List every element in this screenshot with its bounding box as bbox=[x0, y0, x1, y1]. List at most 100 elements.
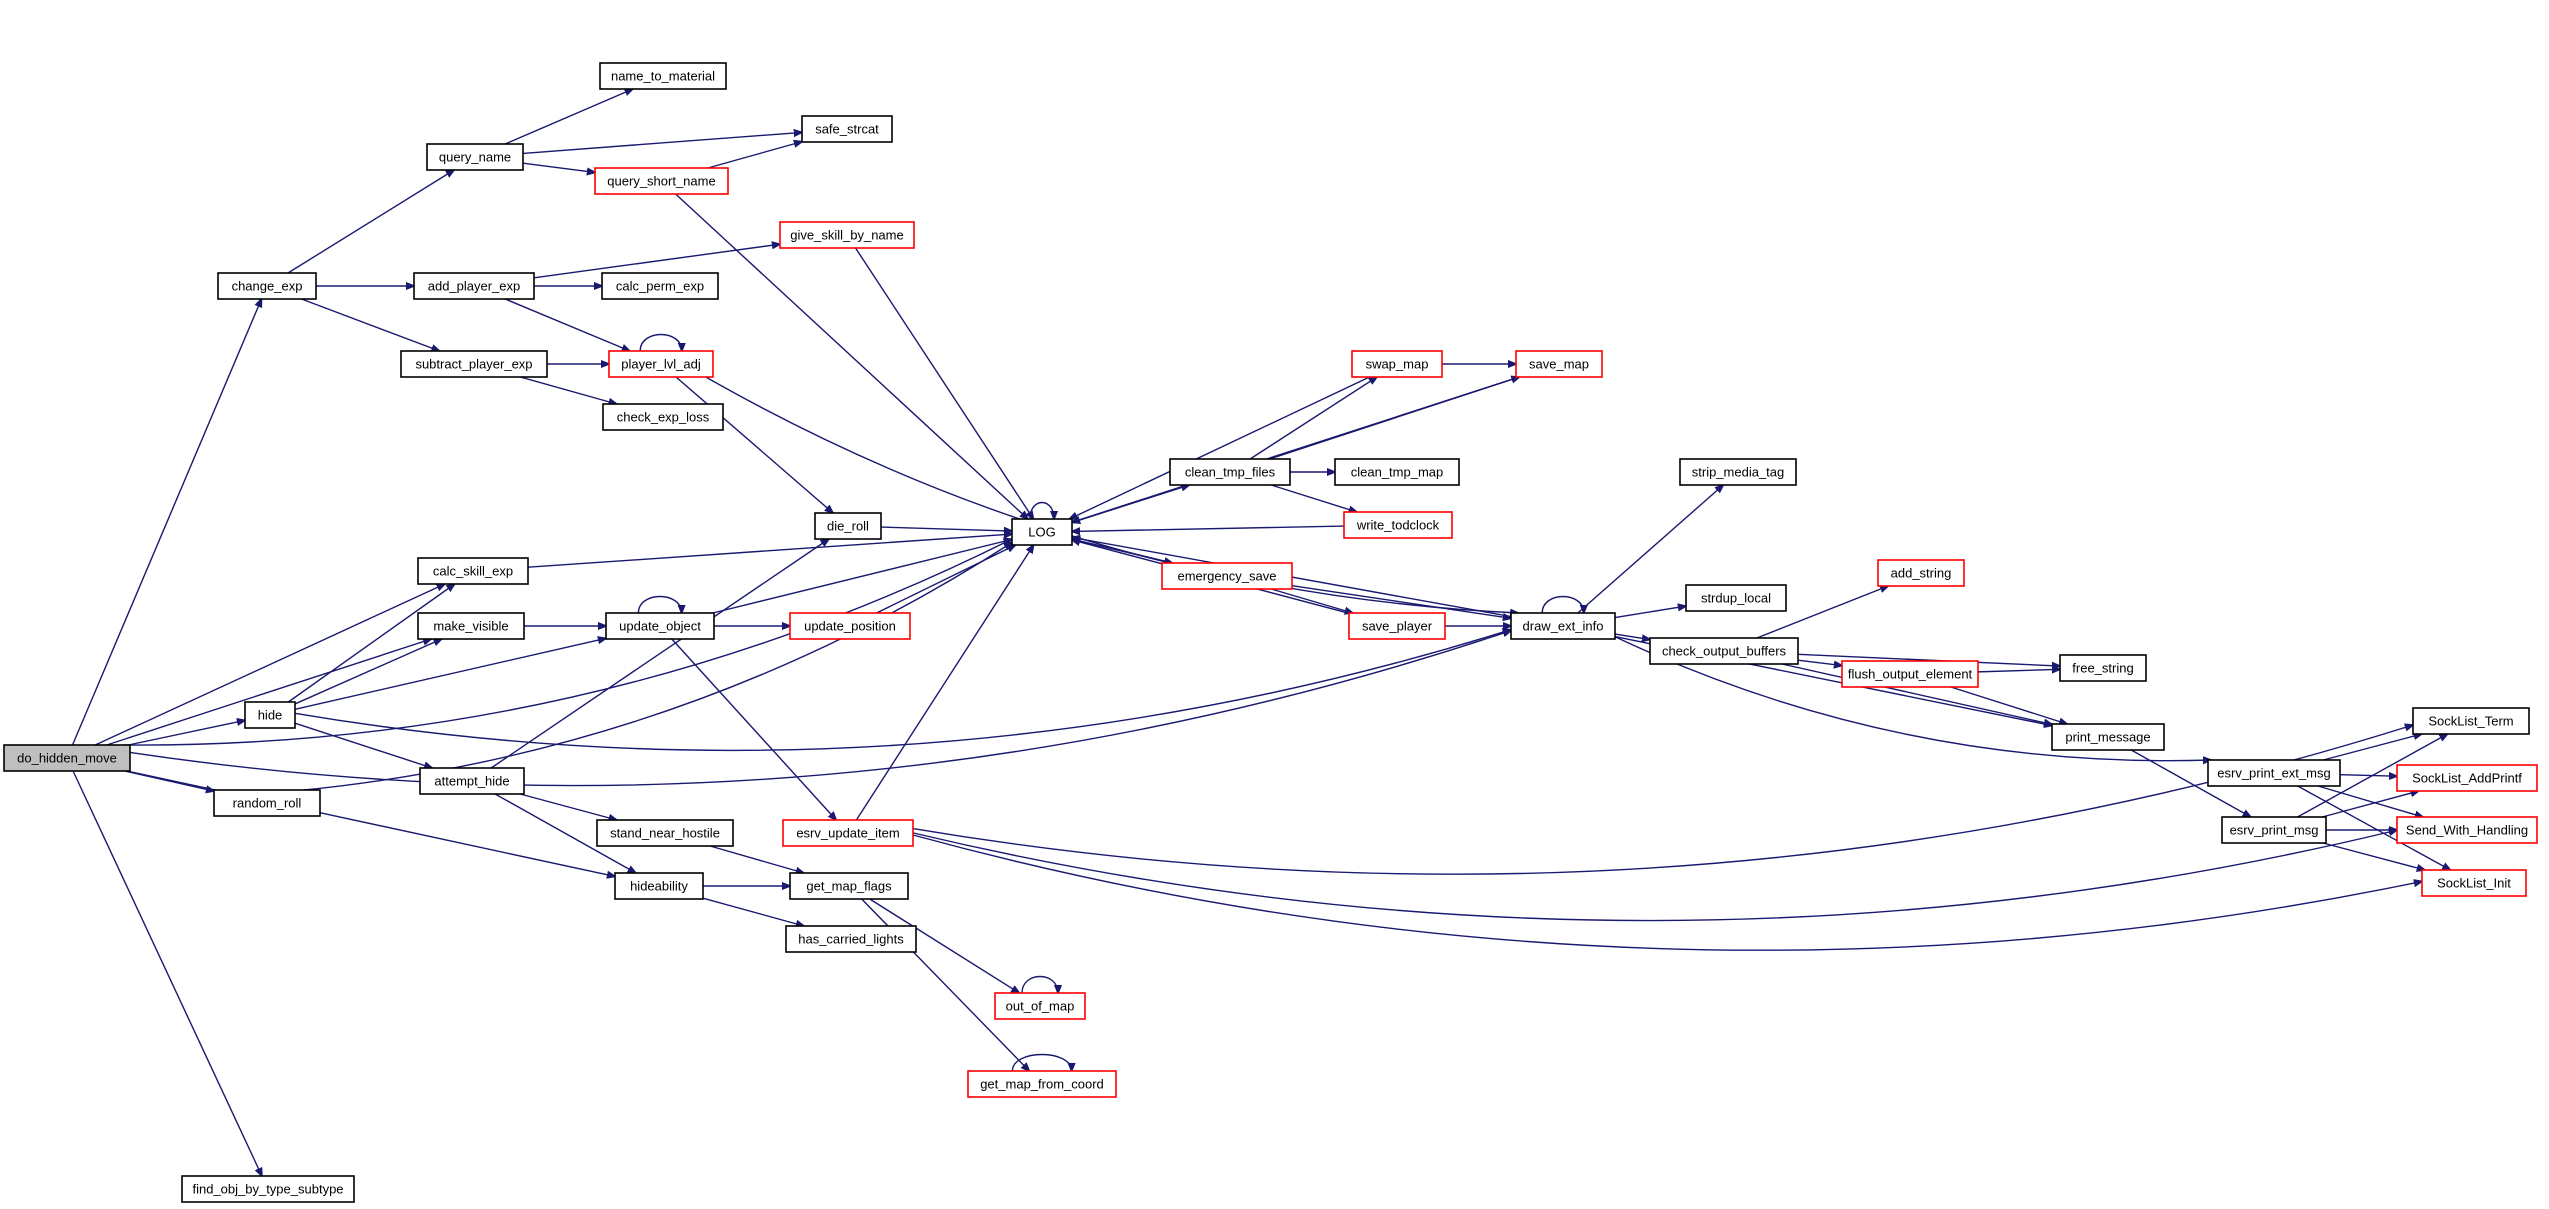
node-clean-tmp-files[interactable]: clean_tmp_files bbox=[1169, 458, 1291, 486]
node-save-player[interactable]: save_player bbox=[1348, 612, 1446, 640]
node-box bbox=[244, 701, 296, 729]
node-label: query_name bbox=[439, 150, 511, 165]
node-query-name[interactable]: query_name bbox=[426, 143, 524, 171]
node-check-exp-loss[interactable]: check_exp_loss bbox=[602, 403, 724, 431]
node-label: SockList_Term bbox=[2428, 714, 2513, 729]
node-draw-ext-info[interactable]: draw_ext_info bbox=[1510, 612, 1616, 640]
edge-check_output_buffers-to-flush_output_element bbox=[1797, 659, 1842, 665]
node-hideability[interactable]: hideability bbox=[614, 872, 704, 900]
node-Send-With-Handling[interactable]: Send_With_Handling bbox=[2396, 816, 2538, 844]
edge-query_name-to-name_to_material bbox=[504, 89, 633, 145]
node-box bbox=[2207, 759, 2341, 787]
node-find-obj-by-type-subtype[interactable]: find_obj_by_type_subtype bbox=[181, 1175, 355, 1203]
node-label: change_exp bbox=[232, 279, 303, 294]
edge-change_exp-to-subtract_player_exp bbox=[301, 298, 440, 351]
node-box bbox=[181, 1175, 355, 1203]
node-label: add_player_exp bbox=[428, 279, 521, 294]
node-esrv-print-ext-msg[interactable]: esrv_print_ext_msg bbox=[2207, 759, 2341, 787]
node-label: give_skill_by_name bbox=[790, 228, 903, 243]
node-get-map-flags[interactable]: get_map_flags bbox=[789, 872, 909, 900]
edge-do_hidden_move-to-LOG bbox=[123, 539, 1012, 746]
edge-do_hidden_move-to-draw_ext_info bbox=[129, 631, 1511, 787]
node-box bbox=[419, 767, 525, 795]
node-label: save_player bbox=[1362, 619, 1433, 634]
node-label: hide bbox=[258, 708, 283, 723]
node-calc-perm-exp[interactable]: calc_perm_exp bbox=[601, 272, 719, 300]
node-label: swap_map bbox=[1366, 357, 1429, 372]
edge-save_map-to-LOG bbox=[1072, 376, 1520, 522]
node-change-exp[interactable]: change_exp bbox=[217, 272, 317, 300]
node-esrv-print-msg[interactable]: esrv_print_msg bbox=[2221, 816, 2327, 844]
node-SockList-Term[interactable]: SockList_Term bbox=[2412, 707, 2530, 735]
edge-hideability-to-has_carried_lights bbox=[702, 897, 804, 926]
node-box bbox=[213, 789, 321, 817]
node-label: print_message bbox=[2065, 730, 2150, 745]
edge-check_output_buffers-to-add_string bbox=[1756, 586, 1888, 639]
node-label: SockList_AddPrintf bbox=[2412, 771, 2522, 786]
node-update-object[interactable]: update_object bbox=[605, 612, 715, 640]
edge-query_short_name-to-safe_strcat bbox=[707, 142, 802, 169]
node-write-todclock[interactable]: write_todclock bbox=[1343, 511, 1453, 539]
node-label: hideability bbox=[630, 879, 688, 894]
node-SockList-Init[interactable]: SockList_Init bbox=[2421, 869, 2527, 897]
node-add-string[interactable]: add_string bbox=[1877, 559, 1965, 587]
node-label: add_string bbox=[1891, 566, 1952, 581]
node-do-hidden-move[interactable]: do_hidden_move bbox=[3, 744, 131, 772]
edge-esrv_print_ext_msg-to-SockList_AddPrintf bbox=[2339, 775, 2397, 776]
node-attempt-hide[interactable]: attempt_hide bbox=[419, 767, 525, 795]
node-flush-output-element[interactable]: flush_output_element bbox=[1841, 660, 1979, 688]
edge-esrv_print_ext_msg-to-Send_With_Handling bbox=[2317, 785, 2423, 817]
node-clean-tmp-map[interactable]: clean_tmp_map bbox=[1334, 458, 1460, 486]
node-has-carried-lights[interactable]: has_carried_lights bbox=[785, 925, 917, 953]
node-save-map[interactable]: save_map bbox=[1515, 350, 1603, 378]
node-check-output-buffers[interactable]: check_output_buffers bbox=[1649, 637, 1799, 665]
node-strip-media-tag[interactable]: strip_media_tag bbox=[1679, 458, 1797, 486]
node-box bbox=[417, 612, 525, 640]
node-print-message[interactable]: print_message bbox=[2051, 723, 2165, 751]
node-label: esrv_print_ext_msg bbox=[2217, 766, 2330, 781]
node-out-of-map[interactable]: out_of_map bbox=[994, 992, 1086, 1020]
node-box bbox=[2396, 764, 2538, 792]
node-make-visible[interactable]: make_visible bbox=[417, 612, 525, 640]
node-get-map-from-coord[interactable]: get_map_from_coord bbox=[967, 1070, 1117, 1098]
edge-do_hidden_move-to-change_exp bbox=[71, 299, 262, 746]
edge-emergency_save-to-draw_ext_info bbox=[1291, 584, 1511, 619]
node-box bbox=[596, 819, 734, 847]
node-die-roll[interactable]: die_roll bbox=[814, 512, 882, 540]
node-safe-strcat[interactable]: safe_strcat bbox=[801, 115, 893, 143]
node-give-skill-by-name[interactable]: give_skill_by_name bbox=[779, 221, 915, 249]
node-calc-skill-exp[interactable]: calc_skill_exp bbox=[417, 557, 529, 585]
edge-flush_output_element-to-free_string bbox=[1977, 669, 2060, 672]
node-SockList-AddPrintf[interactable]: SockList_AddPrintf bbox=[2396, 764, 2538, 792]
node-strdup-local[interactable]: strdup_local bbox=[1685, 584, 1787, 612]
edge-do_hidden_move-to-calc_skill_exp bbox=[94, 584, 445, 746]
node-swap-map[interactable]: swap_map bbox=[1351, 350, 1443, 378]
node-esrv-update-item[interactable]: esrv_update_item bbox=[782, 819, 914, 847]
node-query-short-name[interactable]: query_short_name bbox=[594, 167, 729, 195]
node-box bbox=[3, 744, 131, 772]
edge-give_skill_by_name-to-LOG bbox=[854, 247, 1034, 519]
node-label: make_visible bbox=[433, 619, 508, 634]
node-LOG[interactable]: LOG bbox=[1011, 518, 1073, 546]
node-box bbox=[1510, 612, 1616, 640]
node-free-string[interactable]: free_string bbox=[2059, 654, 2147, 682]
node-label: check_exp_loss bbox=[617, 410, 710, 425]
edge-attempt_hide-to-hideability bbox=[494, 793, 636, 873]
node-subtract-player-exp[interactable]: subtract_player_exp bbox=[400, 350, 548, 378]
node-hide[interactable]: hide bbox=[244, 701, 296, 729]
node-random-roll[interactable]: random_roll bbox=[213, 789, 321, 817]
node-add-player-exp[interactable]: add_player_exp bbox=[413, 272, 535, 300]
edges-layer bbox=[71, 89, 2451, 1176]
node-box bbox=[1877, 559, 1965, 587]
node-label: random_roll bbox=[233, 796, 302, 811]
edge-draw_ext_info-to-check_output_buffers bbox=[1614, 633, 1650, 639]
node-name-to-material[interactable]: name_to_material bbox=[599, 62, 727, 90]
edge-attempt_hide-to-stand_near_hostile bbox=[520, 793, 617, 820]
node-emergency-save[interactable]: emergency_save bbox=[1161, 562, 1293, 590]
node-stand-near-hostile[interactable]: stand_near_hostile bbox=[596, 819, 734, 847]
edge-do_hidden_move-to-hide bbox=[128, 720, 245, 746]
node-label: flush_output_element bbox=[1848, 667, 1973, 682]
node-update-position[interactable]: update_position bbox=[789, 612, 911, 640]
edge-clean_tmp_files-to-swap_map bbox=[1249, 377, 1377, 460]
node-player-lvl-adj[interactable]: player_lvl_adj bbox=[608, 350, 714, 378]
